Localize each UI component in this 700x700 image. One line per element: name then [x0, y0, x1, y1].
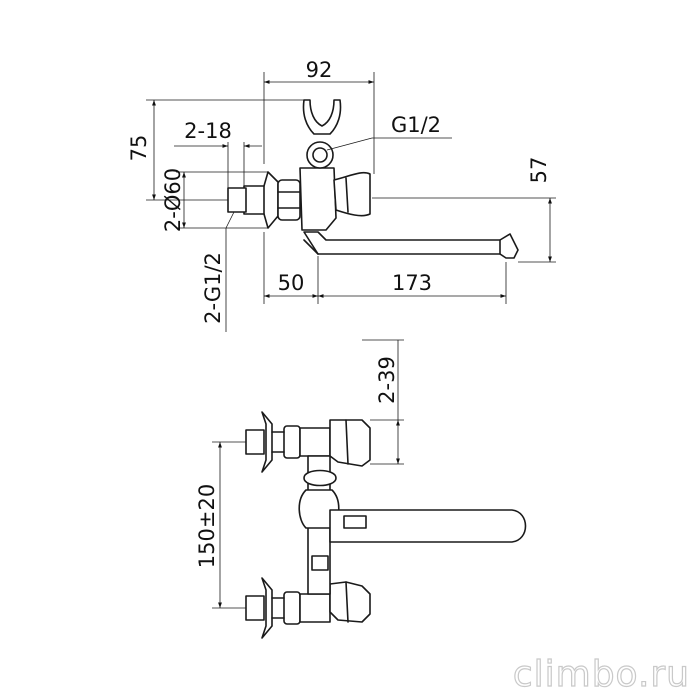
dim-center-distance: 150±20	[195, 484, 219, 568]
dim-top-width: 92	[306, 58, 333, 82]
front-view: 2-39 150±20	[195, 339, 527, 639]
dim-flange-diameter: 2-Ø60	[161, 168, 185, 232]
side-view: 92 G1/2 75 2-18 2-Ø60 2-G1/2 57	[127, 58, 556, 332]
dim-spout-height: 57	[527, 157, 551, 184]
dim-inlet-thread: 2-G1/2	[201, 252, 225, 324]
dim-handle-depth: 2-39	[375, 356, 399, 404]
dim-offset-length: 50	[278, 271, 305, 295]
watermark: climbo.ru	[513, 654, 690, 695]
dim-spout-length: 173	[392, 271, 432, 295]
dim-body-height: 75	[127, 135, 151, 162]
dim-eccentric-length: 2-18	[184, 119, 232, 143]
dim-connection-thread: G1/2	[391, 113, 441, 137]
